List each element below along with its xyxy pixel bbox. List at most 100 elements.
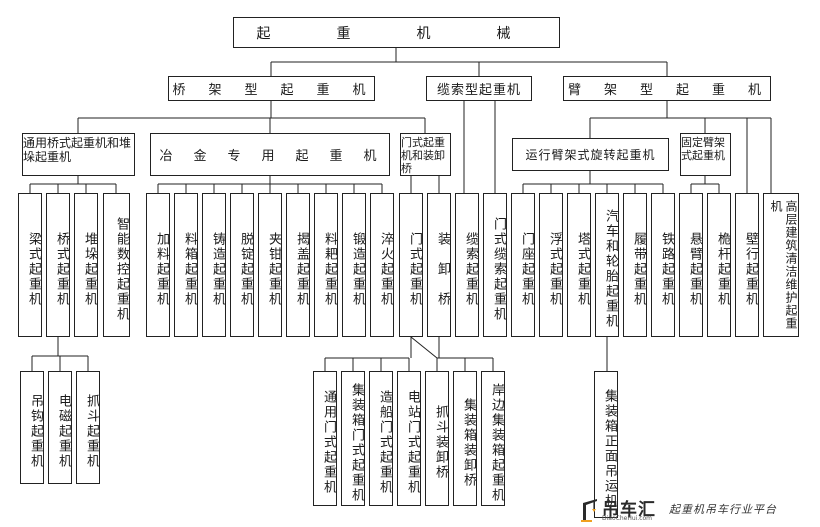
quenching-crane-label: 淬火起重机 (378, 231, 393, 307)
crawler-crane-label: 履带起重机 (631, 231, 646, 307)
quay-container-crane: 岸边集装箱起重机 (481, 371, 505, 506)
root-node: 起 重 机 械 (233, 17, 560, 48)
gantry-group: 门式起重机和装卸桥 (400, 133, 451, 176)
rake-crane: 料耙起重机 (314, 193, 338, 337)
gantry-group-label: 门式起重机和装卸桥 (401, 136, 445, 175)
wall-crane-label: 壁行起重机 (743, 231, 758, 307)
beam-crane: 梁式起重机 (18, 193, 42, 337)
facade-cleaning-crane: 高层建筑清洁维护起重机 (763, 193, 799, 337)
crane-logo-icon (581, 499, 597, 522)
clamp-crane: 夹钳起重机 (258, 193, 282, 337)
cable-crane-node: 缆索型起重机 (426, 76, 532, 101)
fixed-jib-group: 固定臂架式起重机 (680, 133, 731, 176)
lid-crane-label: 揭盖起重机 (294, 231, 309, 307)
tower-crane: 塔式起重机 (567, 193, 591, 337)
truck-tire-crane-label: 汽车和轮胎起重机 (603, 209, 618, 329)
casting-crane: 铸造起重机 (202, 193, 226, 337)
gantry-crane-label: 门式起重机 (407, 231, 422, 307)
logo-name: 吊车汇 (602, 500, 656, 520)
magnet-crane: 电磁起重机 (48, 371, 72, 484)
cantilever-crane-label: 悬臂起重机 (687, 231, 702, 307)
portal-crane-label: 门座起重机 (519, 231, 534, 307)
railway-crane: 铁路起重机 (651, 193, 675, 337)
general-bridge-group-label: 通用桥式起重机和堆垛起重机 (23, 136, 132, 164)
grab-crane: 抓斗起重机 (76, 371, 100, 484)
casting-crane-label: 铸造起重机 (210, 231, 225, 307)
jib-crane-node: 臂 架 型 起 重 机 (563, 76, 771, 101)
gantry-cable-crane: 门式缆索起重机 (483, 193, 507, 337)
quay-container-crane-label: 岸边集装箱起重机 (489, 382, 504, 503)
truck-tire-crane: 汽车和轮胎起重机 (595, 193, 619, 337)
grab-unloader: 抓斗装卸桥 (425, 371, 449, 506)
railway-crane-label: 铁路起重机 (659, 231, 674, 307)
forging-crane: 锻造起重机 (342, 193, 366, 337)
shipbuilding-gantry-crane: 造船门式起重机 (369, 371, 393, 506)
smart-stacking-crane: 智能数控起重机 (103, 193, 130, 337)
wall-crane: 壁行起重机 (735, 193, 759, 337)
slewing-jib-group: 运行臂架式旋转起重机 (512, 138, 669, 171)
root-label: 起 重 机 械 (256, 25, 537, 42)
gantry-cable-crane-label: 门式缆索起重机 (491, 216, 506, 322)
lid-crane: 揭盖起重机 (286, 193, 310, 337)
connector-line (410, 336, 438, 359)
container-unloader-label: 集装箱装卸桥 (461, 397, 476, 488)
quenching-crane: 淬火起重机 (370, 193, 394, 337)
grab-crane-label: 抓斗起重机 (84, 394, 99, 469)
clamp-crane-label: 夹钳起重机 (266, 231, 281, 307)
jib-crane-label: 臂 架 型 起 重 机 (567, 83, 766, 98)
magnet-crane-label: 电磁起重机 (56, 394, 71, 469)
logo-slogan: 起重机吊车行业平台 (669, 503, 777, 516)
stacking-crane: 堆垛起重机 (74, 193, 98, 337)
shipbuilding-gantry-crane-label: 造船门式起重机 (377, 390, 392, 495)
reach-stacker: 集装箱正面吊运机 (594, 371, 618, 518)
tower-crane-label: 塔式起重机 (575, 231, 590, 307)
facade-cleaning-crane-label: 高层建筑清洁维护起重机 (769, 200, 798, 330)
cable-crane: 缆索起重机 (455, 193, 479, 337)
charging-crane-label: 加料起重机 (154, 231, 169, 307)
bridge-crane-label: 桥 架 型 起 重 机 (172, 83, 371, 98)
hook-crane-label: 吊钩起重机 (28, 394, 43, 469)
metallurgy-group: 冶 金 专 用 起 重 机 (150, 133, 390, 176)
forging-crane-label: 锻造起重机 (350, 231, 365, 307)
unloader-bridge-label: 装 卸 桥 (435, 231, 450, 307)
general-gantry-crane: 通用门式起重机 (313, 371, 337, 506)
mast-crane: 桅杆起重机 (707, 193, 731, 337)
container-gantry-crane: 集装箱门式起重机 (341, 371, 365, 506)
general-bridge-group: 通用桥式起重机和堆垛起重机 (22, 133, 135, 176)
slewing-jib-group-label: 运行臂架式旋转起重机 (525, 148, 656, 162)
overhead-crane-label: 桥式起重机 (54, 231, 69, 307)
stripping-crane: 脱锭起重机 (230, 193, 254, 337)
smart-stacking-crane-label: 智能数控起重机 (114, 216, 129, 322)
container-gantry-crane-label: 集装箱门式起重机 (349, 382, 364, 503)
stacking-crane-label: 堆垛起重机 (82, 231, 97, 307)
bridge-crane-node: 桥 架 型 起 重 机 (168, 76, 375, 101)
site-logo: 吊车汇 DiaoCheHui.com 起重机吊车行业平台 (580, 493, 820, 527)
reach-stacker-label: 集装箱正面吊运机 (602, 388, 617, 509)
container-unloader: 集装箱装卸桥 (453, 371, 477, 506)
fixed-jib-group-label: 固定臂架式起重机 (681, 136, 725, 162)
charging-crane: 加料起重机 (146, 193, 170, 337)
crawler-crane: 履带起重机 (623, 193, 647, 337)
gantry-crane: 门式起重机 (399, 193, 423, 337)
metallurgy-group-label: 冶 金 专 用 起 重 机 (159, 149, 381, 164)
portal-crane: 门座起重机 (511, 193, 535, 337)
stripping-crane-label: 脱锭起重机 (238, 231, 253, 307)
material-box-crane: 料箱起重机 (174, 193, 198, 337)
power-station-gantry-crane: 电站门式起重机 (397, 371, 421, 506)
power-station-gantry-crane-label: 电站门式起重机 (405, 390, 420, 495)
hook-crane: 吊钩起重机 (20, 371, 44, 484)
floating-crane: 浮式起重机 (539, 193, 563, 337)
rake-crane-label: 料耙起重机 (322, 231, 337, 307)
unloader-bridge: 装 卸 桥 (427, 193, 451, 337)
general-gantry-crane-label: 通用门式起重机 (321, 390, 336, 495)
cable-crane-label: 缆索型起重机 (436, 83, 521, 98)
mast-crane-label: 桅杆起重机 (715, 231, 730, 307)
logo-domain: DiaoCheHui.com (602, 515, 653, 522)
cable-crane-item-label: 缆索起重机 (463, 231, 478, 307)
material-box-crane-label: 料箱起重机 (182, 231, 197, 307)
beam-crane-label: 梁式起重机 (26, 231, 41, 307)
floating-crane-label: 浮式起重机 (547, 231, 562, 307)
overhead-crane: 桥式起重机 (46, 193, 70, 337)
